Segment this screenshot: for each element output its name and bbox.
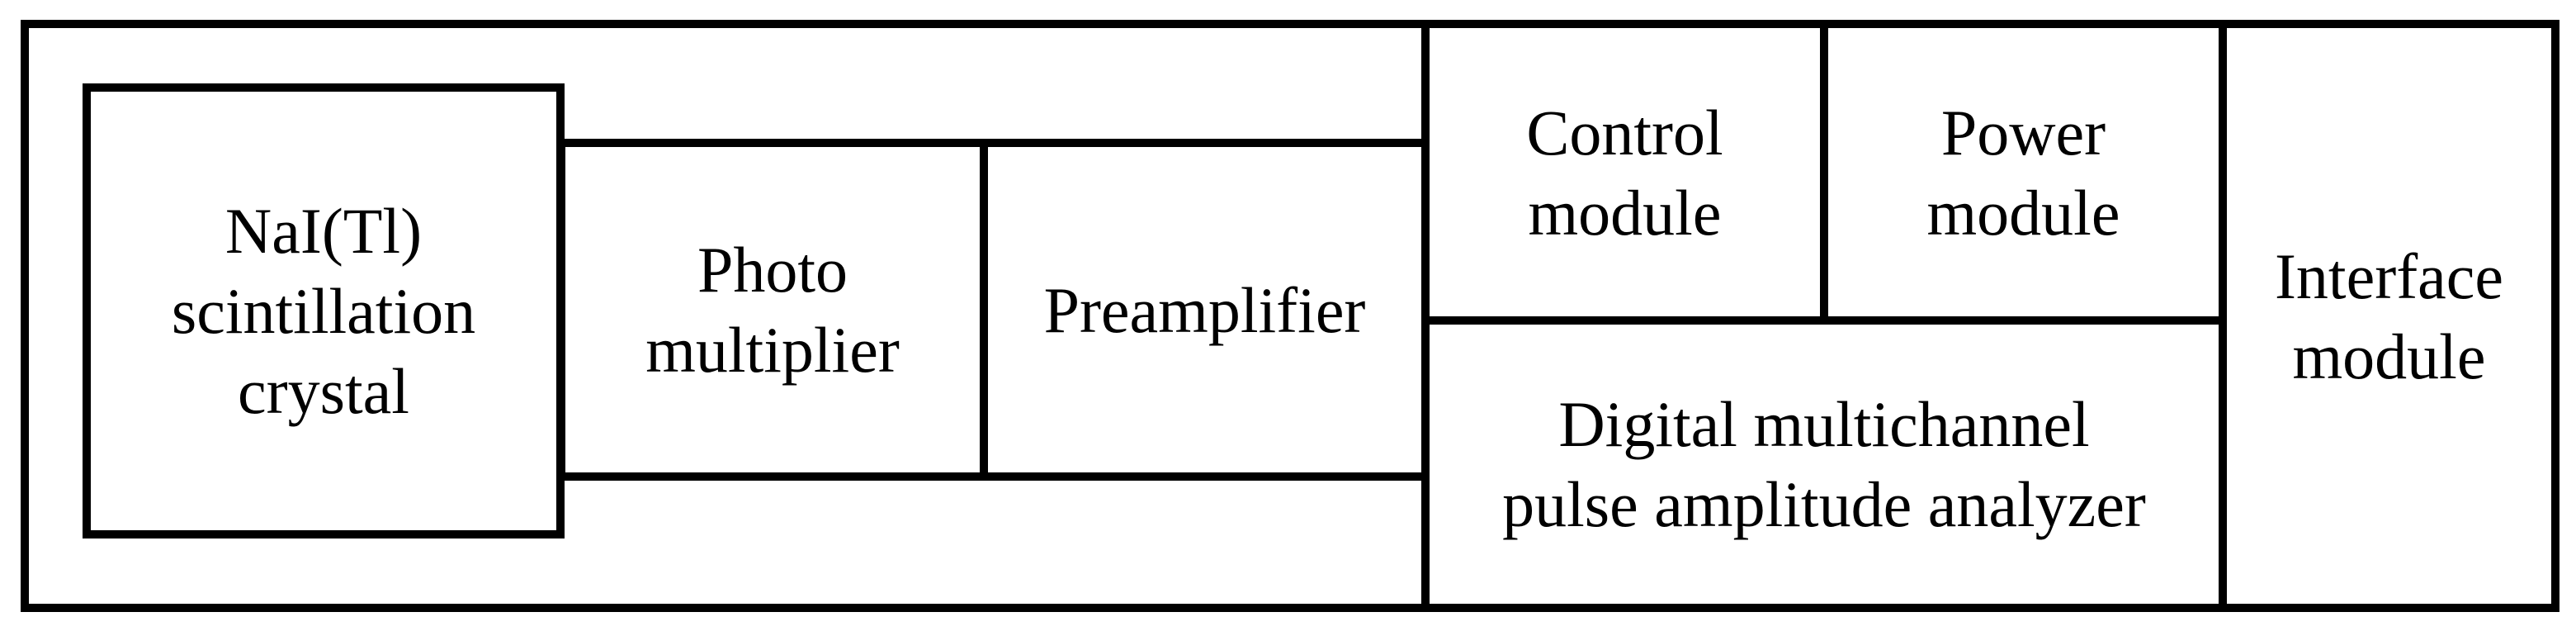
block-label-line: multiplier <box>645 314 900 386</box>
block-label-line: module <box>1528 176 1722 249</box>
block-label-line: NaI(Tl) <box>225 195 423 267</box>
block-digital-multichannel-pulse-amplitude-analyzer: Digital multichannel pulse amplitude ana… <box>1421 316 2227 612</box>
block-power-module: Power module <box>1820 20 2227 325</box>
block-label-line: Interface <box>2274 240 2504 312</box>
block-control-module: Control module <box>1421 20 1828 325</box>
block-label-line: module <box>2292 320 2486 392</box>
block-label-line: module <box>1926 176 2120 249</box>
block-label-line: Control <box>1526 96 1723 168</box>
block-label-line: scintillation <box>171 275 476 347</box>
block-label-line: pulse amplitude analyzer <box>1502 468 2146 540</box>
block-label-line: crystal <box>238 355 409 427</box>
block-preamplifier: Preamplifier <box>980 139 1430 481</box>
block-nai-scintillation-crystal: NaI(Tl) scintillation crystal <box>83 83 565 538</box>
block-label-line: Photo <box>697 234 848 306</box>
block-label-line: Digital multichannel <box>1558 388 2090 460</box>
block-interface-module: Interface module <box>2219 20 2559 612</box>
block-label-line: Preamplifier <box>1043 273 1366 346</box>
block-photo-multiplier: Photo multiplier <box>557 139 988 481</box>
block-label-line: Power <box>1940 96 2106 168</box>
